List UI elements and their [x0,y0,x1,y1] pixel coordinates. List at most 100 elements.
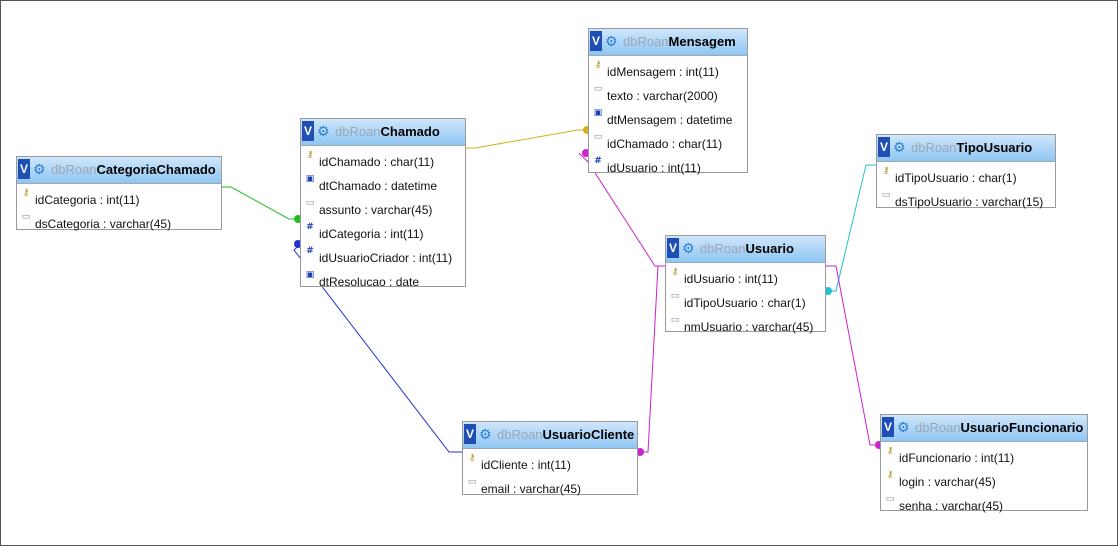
date-icon: ▣ [305,270,315,280]
schema-name: dbRoan [335,124,381,139]
field-label: email : varchar(45) [481,482,582,496]
schema-name: dbRoan [623,34,669,49]
link-categoria-chamado [221,186,299,220]
text-icon: ▭ [670,291,680,301]
field-row[interactable]: ⚷ idMensagem : int(11) [589,60,747,84]
text-icon: ▭ [885,494,895,504]
table-header[interactable]: V⚙ dbRoanMensagem [589,29,747,56]
text-icon: ▭ [593,132,603,142]
field-label: idChamado : char(11) [319,155,435,169]
key-icon: ⚷ [594,60,602,70]
field-row[interactable]: ▭ assunto : varchar(45) [301,198,465,222]
gear-icon[interactable]: ⚙ [893,140,906,156]
field-row[interactable]: ⚷idChamado : char(11) [301,150,465,174]
field-label: dtResolucao : date [319,275,420,289]
field-row[interactable]: ▭ idChamado : char(11) [589,132,747,156]
number-icon: # [306,246,314,256]
table-categoriachamado[interactable]: V⚙ dbRoanCategoriaChamado ⚷idCategoria : i… [16,156,222,231]
field-row[interactable]: ▣dtChamado : datetime [301,174,465,198]
gear-icon[interactable]: ⚙ [33,162,46,178]
field-row[interactable]: ▭senha : varchar(45) [881,494,1087,518]
field-label: dtChamado : datetime [319,179,438,193]
date-icon: ▣ [593,108,603,118]
schema-name: dbRoan [911,140,957,155]
table-title: dbRoanMensagem [623,34,736,49]
field-label: idFuncionario : int(11) [899,451,1015,465]
key-icon: ⚷ [882,166,890,176]
table-title: dbRoanUsuario [700,241,794,256]
table-header[interactable]: V⚙ dbRoanUsuarioCliente [463,422,637,449]
table-header[interactable]: V⚙ dbRoanUsuario [666,236,825,263]
gear-icon[interactable]: ⚙ [897,420,910,436]
field-row[interactable]: ⚷ idFuncionario : int(11) [881,446,1087,470]
table-header[interactable]: V⚙ dbRoanChamado [301,119,465,146]
field-label: assunto : varchar(45) [319,203,433,217]
field-row[interactable]: ⚷idCategoria : int(11) [17,188,221,212]
field-row[interactable]: ▭nmUsuario : varchar(45) [666,315,825,339]
field-row[interactable]: ▭ email : varchar(45) [463,477,637,501]
key-icon: ⚷ [886,446,894,456]
link-chamado-mensagem [465,129,588,149]
table-title: dbRoanChamado [335,124,440,139]
text-icon: ▭ [21,212,31,222]
table-name: UsuarioCliente [542,427,635,442]
schema-name: dbRoan [497,427,543,442]
field-row[interactable]: ▣dtMensagem : datetime [589,108,747,132]
field-label: idTipoUsuario : char(1) [895,171,1017,185]
collapse-button[interactable]: V [590,31,602,51]
table-usuariocliente[interactable]: V⚙ dbRoanUsuarioCliente ⚷idCliente : int(1… [462,421,638,496]
key-icon: ⚷ [468,453,476,463]
collapse-button[interactable]: V [302,121,314,141]
gear-icon[interactable]: ⚙ [479,427,492,443]
field-row[interactable]: ⚷idCliente : int(11) [463,453,637,477]
table-mensagem[interactable]: V⚙dbRoanMensagem⚷idMensagem : int(11)▭te… [588,28,748,175]
table-usuariofuncionario[interactable]: V⚙dbRoanUsuarioFuncionario ⚷ idFuncionario… [880,414,1088,513]
text-icon: ▭ [670,315,680,325]
collapse-button[interactable]: V [878,137,890,157]
gear-icon[interactable]: ⚙ [605,34,618,50]
collapse-button[interactable]: V [18,159,30,179]
table-title: dbRoanCategoriaChamado [51,162,216,177]
link-end-usuario-cliente [636,448,644,456]
field-label: idUsuario : int(11) [607,161,701,175]
field-label: idCategoria : int(11) [319,227,424,241]
field-row[interactable]: #idUsuarioCriador : int(11) [301,246,465,270]
field-row[interactable]: ⚷ idTipoUsuario : char(1) [877,166,1055,190]
table-tipousuario[interactable]: V⚙dbRoanTipoUsuario⚷idTipoUsuario : char… [876,134,1056,209]
field-row[interactable]: ⚷login : varchar(45) [881,470,1087,494]
field-row[interactable]: #idCategoria : int(11) [301,222,465,246]
table-header[interactable]: V⚙dbRoanTipoUsuario [877,135,1055,162]
field-row[interactable]: ▭dsTipoUsuario : varchar(15) [877,190,1055,214]
table-usuario[interactable]: V⚙ dbRoanUsuario ⚷idUsuario : int(11)▭idTi… [665,235,826,334]
field-list: ⚷idMensagem : int(11)▭texto : varchar(20… [589,56,747,180]
collapse-button[interactable]: V [464,424,476,444]
field-row[interactable]: ⚷idUsuario : int(11) [666,267,825,291]
text-icon: ▭ [305,198,315,208]
field-row[interactable]: # idUsuario : int(11) [589,156,747,180]
text-icon: ▭ [467,477,477,487]
field-label: texto : varchar(2000) [607,89,718,103]
table-name: Chamado [380,124,440,139]
field-label: idChamado : char(11) [607,137,723,151]
field-list: ⚷idCliente : int(11)▭ email : varchar(45) [463,449,637,501]
field-row[interactable]: ▭idTipoUsuario : char(1) [666,291,825,315]
gear-icon[interactable]: ⚙ [682,241,695,257]
field-row[interactable]: ▭dsCategoria : varchar(45) [17,212,221,236]
collapse-button[interactable]: V [882,417,894,437]
link-tipousuario-usuario [826,164,876,292]
number-icon: # [594,156,602,166]
table-name: CategoriaChamado [96,162,216,177]
table-header[interactable]: V⚙ dbRoanCategoriaChamado [17,157,221,184]
link-end-tipousuario-usuario [824,287,832,295]
field-row[interactable]: ▭texto : varchar(2000) [589,84,747,108]
field-row[interactable]: ▣ dtResolucao : date [301,270,465,294]
collapse-button[interactable]: V [667,238,679,258]
table-name: Mensagem [668,34,736,49]
link-usuario-funcionario [826,265,880,446]
field-list: ⚷ idFuncionario : int(11) ⚷login : varchar… [881,442,1087,518]
field-label: idMensagem : int(11) [607,65,719,79]
table-header[interactable]: V⚙dbRoanUsuarioFuncionario [881,415,1087,442]
gear-icon[interactable]: ⚙ [317,124,330,140]
table-chamado[interactable]: V⚙dbRoanChamado⚷idChamado : char(11)▣dtC… [300,118,466,289]
link-usuario-cliente [638,265,665,453]
